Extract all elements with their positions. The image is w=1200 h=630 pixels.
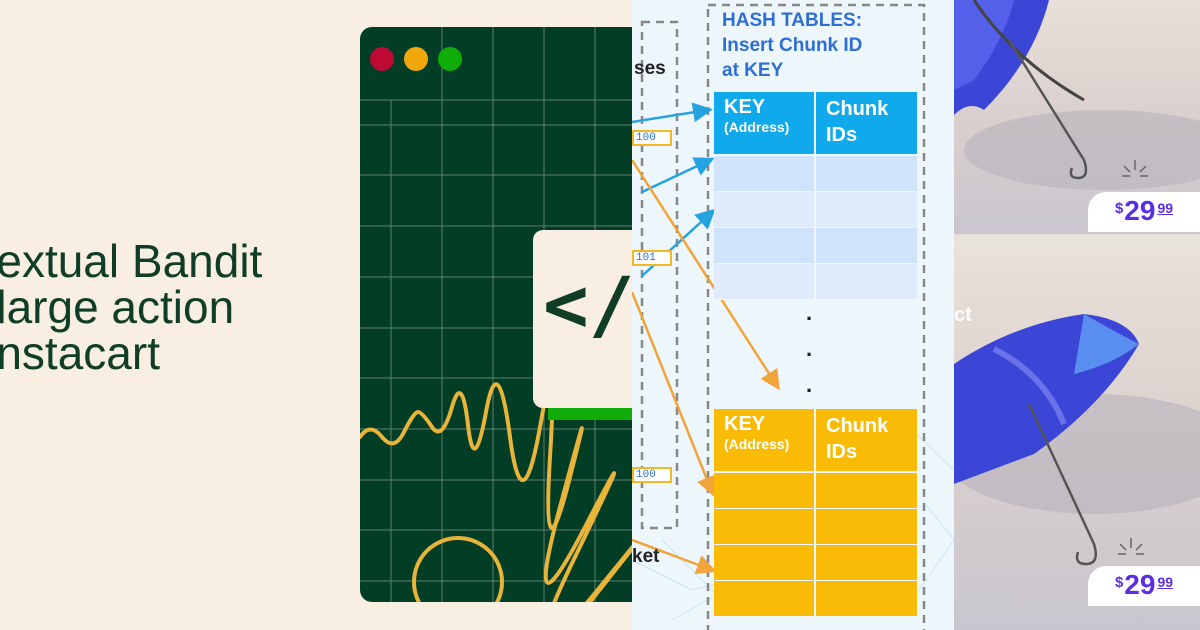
chunk-ids-column-header: Chunk IDs (816, 409, 917, 471)
chunk-ids-label: IDs (826, 124, 858, 146)
headline-line-1: ntextual Bandit (0, 235, 263, 287)
address-box: 100 (632, 130, 672, 146)
address-box: 101 (632, 250, 672, 266)
price-currency: $ (1114, 200, 1124, 217)
sparkle-icon (1118, 538, 1144, 555)
key-label: KEY (724, 413, 766, 435)
price-dollars: 29 (1124, 195, 1156, 226)
chunk-ids-label: Chunk (826, 415, 889, 437)
diagram-title-line-3: at KEY (722, 60, 784, 81)
minimize-dot-icon (404, 47, 428, 71)
table-row (714, 192, 917, 228)
key-label: KEY (724, 96, 766, 118)
product-card[interactable]: $ 29 99 (954, 254, 1200, 630)
maximize-dot-icon (438, 47, 462, 71)
ellipsis-dot: . (806, 300, 813, 325)
table-row (714, 156, 917, 192)
product-card[interactable]: $ 29 99 (954, 0, 1200, 234)
table-row (714, 228, 917, 264)
label-fragment-ket: ket (632, 546, 660, 567)
diagram-title-line-2: Insert Chunk ID (722, 35, 863, 56)
hash-table-diagram: HASH TABLES: Insert Chunk ID at KEY ses … (632, 0, 954, 630)
title-panel: ntextual Bandit n large action t Instaca… (0, 27, 632, 602)
table-row (714, 264, 917, 300)
key-sublabel: (Address) (724, 436, 790, 452)
table-row (714, 473, 917, 509)
table-row (714, 545, 917, 581)
ad-text-fragment: ct (954, 304, 972, 326)
code-card: </ (533, 230, 632, 408)
diagram-title-line-1: HASH TABLES: (722, 10, 863, 31)
chunk-ids-column-header: Chunk IDs (816, 92, 917, 154)
chunk-ids-label: Chunk (826, 98, 889, 120)
umbrella-icon (954, 314, 1200, 566)
code-glyph: </ (543, 260, 632, 349)
code-bar (548, 408, 632, 420)
diagram-title: HASH TABLES: Insert Chunk ID at KEY (722, 8, 862, 83)
price-dollars: 29 (1124, 569, 1156, 600)
close-dot-icon (370, 47, 394, 71)
key-column-header: KEY (Address) (714, 409, 816, 471)
headline-line-2: n large action (0, 281, 235, 333)
key-sublabel: (Address) (724, 119, 790, 135)
address-box: 100 (632, 467, 672, 483)
table-row (714, 509, 917, 545)
hash-table-rows-top (714, 156, 917, 300)
hash-table-header-top: KEY (Address) Chunk IDs (714, 92, 917, 154)
gear-center-icon (412, 536, 504, 602)
price-cents: 99 (1157, 574, 1174, 590)
headline-line-3: t Instacart (0, 327, 160, 379)
headline: ntextual Bandit n large action t Instaca… (0, 238, 262, 376)
price-badge: $ 29 99 (1088, 566, 1200, 606)
key-column-header: KEY (Address) (714, 92, 816, 154)
diagram-arrows (632, 3, 954, 630)
hash-table-rows-bottom (714, 473, 917, 617)
sparkle-icon (1122, 160, 1148, 177)
table-row (714, 581, 917, 617)
price-currency: $ (1114, 574, 1124, 591)
ellipsis-dot: . (806, 336, 813, 361)
price-badge: $ 29 99 (1088, 192, 1200, 232)
ellipsis-dot: . (806, 372, 813, 397)
product-ads-panel: $ 29 99 $ 29 99 ct (954, 0, 1200, 630)
code-window-illustration: </ (360, 27, 632, 602)
label-fragment-ses: ses (634, 58, 666, 79)
price-cents: 99 (1157, 200, 1174, 216)
chunk-ids-label: IDs (826, 441, 858, 463)
hash-table-header-bottom: KEY (Address) Chunk IDs (714, 409, 917, 471)
